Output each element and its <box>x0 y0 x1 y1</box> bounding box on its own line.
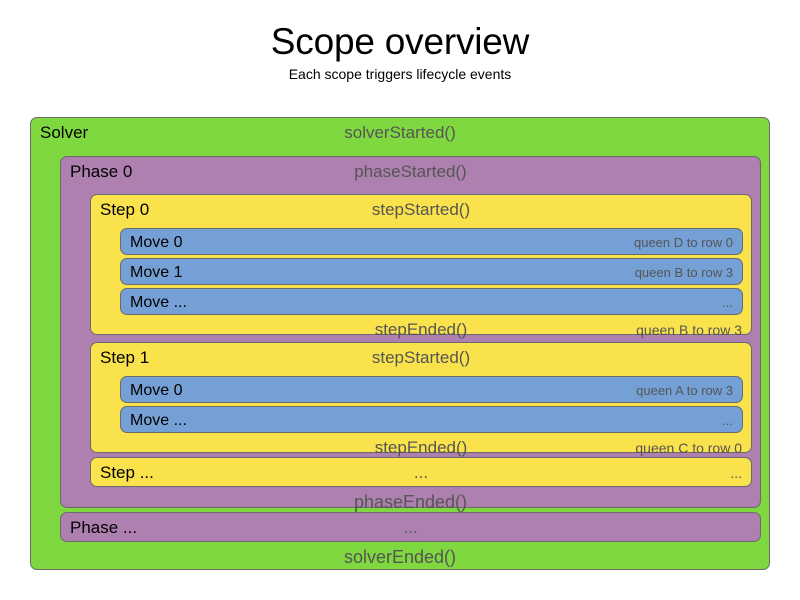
diagram-header: Scope overview Each scope triggers lifec… <box>0 0 800 82</box>
page-title: Scope overview <box>270 21 530 62</box>
step-1-header-row: Step 1 stepStarted() <box>91 343 751 373</box>
step-more-event: ... <box>413 463 429 482</box>
step-more-label: Step ... <box>100 463 154 482</box>
move-row: Move 0 queen A to row 3 <box>121 377 742 404</box>
phase-more-label: Phase ... <box>70 518 138 537</box>
step-scope-1[interactable]: Step 1 stepStarted() Move 0 queen A to r… <box>90 342 752 457</box>
move-detail: queen D to row 0 <box>633 235 733 250</box>
move-label: Move 1 <box>130 264 183 281</box>
solver-header-row: Solver solverStarted() <box>31 118 769 148</box>
move-label: Move ... <box>130 412 187 429</box>
phase-scope-0[interactable]: Phase 0 phaseStarted() Step 0 stepStarte… <box>60 156 761 512</box>
move-scope-1-more[interactable]: Move ... ... <box>120 406 743 433</box>
move-detail: queen A to row 3 <box>636 383 733 398</box>
move-detail: ... <box>722 295 733 310</box>
move-row: Move ... ... <box>121 289 742 316</box>
step-1-started-event: stepStarted() <box>371 348 471 367</box>
phase-0-started-event: phaseStarted() <box>354 162 467 181</box>
step-0-header-row: Step 0 stepStarted() <box>91 195 751 225</box>
move-scope-0-1[interactable]: Move 1 queen B to row 3 <box>120 258 743 285</box>
step-scope-0[interactable]: Step 0 stepStarted() Move 0 queen D to r… <box>90 194 752 339</box>
step-0-ended-detail: queen B to row 3 <box>636 322 742 338</box>
phase-0-label: Phase 0 <box>70 162 133 181</box>
phase-0-header-row: Phase 0 phaseStarted() <box>61 157 760 187</box>
move-detail: queen B to row 3 <box>634 265 733 280</box>
solver-ended-event: solverEnded() <box>343 547 457 567</box>
move-label: Move 0 <box>130 234 183 251</box>
move-row: Move ... ... <box>121 407 742 434</box>
solver-ended-row: solverEnded() <box>31 542 769 572</box>
step-1-label: Step 1 <box>100 348 150 367</box>
step-1-ended-row: stepEnded() queen C to row 0 <box>91 433 751 463</box>
step-1-ended-event: stepEnded() <box>374 438 468 457</box>
move-scope-0-more[interactable]: Move ... ... <box>120 288 743 315</box>
step-more-detail: ... <box>730 465 742 481</box>
move-label: Move ... <box>130 294 187 311</box>
step-0-ended-row: stepEnded() queen B to row 3 <box>91 315 751 345</box>
move-label: Move 0 <box>130 382 183 399</box>
move-row: Move 0 queen D to row 0 <box>121 229 742 256</box>
solver-label: Solver <box>40 123 89 142</box>
phase-0-ended-event: phaseEnded() <box>353 492 468 512</box>
phase-more-row: Phase ... ... <box>61 513 760 543</box>
phase-scope-more[interactable]: Phase ... ... <box>60 512 761 542</box>
phase-more-event: ... <box>403 518 418 537</box>
step-0-label: Step 0 <box>100 200 150 219</box>
move-scope-1-0[interactable]: Move 0 queen A to row 3 <box>120 376 743 403</box>
phase-0-ended-row: phaseEnded() <box>61 487 760 517</box>
step-scope-more[interactable]: Step ... ... ... <box>90 457 752 487</box>
step-more-row: Step ... ... ... <box>91 458 751 488</box>
page-subtitle: Each scope triggers lifecycle events <box>288 65 512 82</box>
step-1-ended-detail: queen C to row 0 <box>635 440 742 456</box>
step-0-started-event: stepStarted() <box>371 200 471 219</box>
solver-scope[interactable]: Solver solverStarted() Phase 0 phaseStar… <box>30 117 770 570</box>
step-0-ended-event: stepEnded() <box>374 320 468 339</box>
solver-started-event: solverStarted() <box>344 123 456 142</box>
move-scope-0-0[interactable]: Move 0 queen D to row 0 <box>120 228 743 255</box>
move-detail: ... <box>722 413 733 428</box>
move-row: Move 1 queen B to row 3 <box>121 259 742 286</box>
